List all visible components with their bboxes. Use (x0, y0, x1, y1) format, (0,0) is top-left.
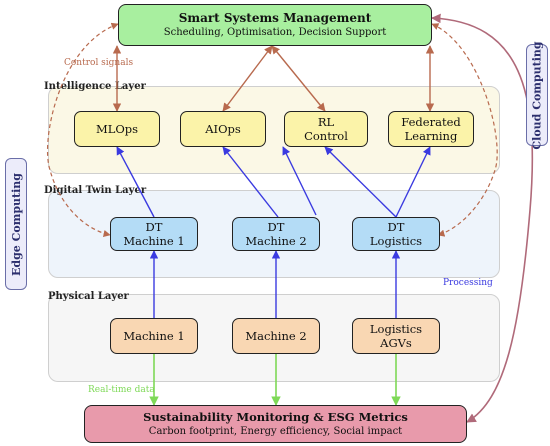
physical-layer-title: Physical Layer (48, 291, 129, 302)
control-arrow-aiops (222, 45, 273, 112)
logistics-agvs-node: Logistics AGVs (352, 318, 440, 354)
cloud-loop-arrow (431, 13, 534, 423)
smart-systems-title: Smart Systems Management (178, 10, 372, 25)
federated-label-line1: Federated (401, 115, 461, 129)
processing-arrow-dtlog-rl (324, 146, 397, 218)
digital-twin-layer-title: Digital Twin Layer (44, 185, 147, 196)
edge-computing-label: Edge Computing (5, 158, 27, 290)
cloud-computing-label: Cloud Computing (526, 41, 548, 149)
dt-machine2-node: DT Machine 2 (232, 217, 320, 251)
dt-machine2-line2: Machine 2 (245, 234, 307, 248)
dt-machine1-node: DT Machine 1 (110, 217, 198, 251)
intelligence-layer-title: Intelligence Layer (44, 81, 146, 92)
logistics-agvs-line2: AGVs (380, 336, 412, 350)
smart-systems-management-box: Smart Systems Management Scheduling, Opt… (118, 4, 432, 46)
mlops-label: MLOps (95, 122, 139, 136)
federated-learning-node: Federated Learning (388, 111, 474, 147)
mlops-node: MLOps (74, 111, 160, 147)
control-arrow-rl (271, 45, 326, 112)
aiops-label: AIOps (205, 122, 241, 136)
control-signals-annotation: Control signals (64, 58, 134, 68)
processing-arrow-dt2-aiops (222, 146, 279, 218)
smart-systems-subtitle: Scheduling, Optimisation, Decision Suppo… (163, 26, 387, 38)
dt-logistics-line1: DT (387, 220, 405, 234)
edge-control-loop-left (46, 22, 119, 238)
dt-logistics-node: DT Logistics (352, 217, 440, 251)
rl-control-node: RL Control (284, 111, 368, 147)
logistics-agvs-line1: Logistics (369, 322, 423, 336)
machine2-node: Machine 2 (232, 318, 320, 354)
dt-machine2-line1: DT (267, 220, 285, 234)
dt-machine1-line1: DT (145, 220, 163, 234)
processing-annotation: Processing (443, 278, 493, 288)
processing-arrow-dtlog-federated (395, 146, 431, 218)
sustainability-title: Sustainability Monitoring & ESG Metrics (143, 410, 408, 424)
machine1-label: Machine 1 (123, 329, 185, 343)
rl-label-line2: Control (304, 129, 348, 143)
sustainability-monitoring-box: Sustainability Monitoring & ESG Metrics … (84, 405, 467, 443)
aiops-node: AIOps (180, 111, 266, 147)
machine2-label: Machine 2 (245, 329, 307, 343)
federated-label-line2: Learning (404, 129, 458, 143)
real-time-data-annotation: Real-time data (88, 385, 155, 395)
sustainability-subtitle: Carbon footprint, Energy efficiency, Soc… (148, 426, 403, 437)
dt-logistics-line2: Logistics (369, 234, 423, 248)
processing-arrow-dt1-mlops (116, 146, 155, 218)
rl-label-line1: RL (317, 115, 335, 129)
dt-machine1-line2: Machine 1 (123, 234, 185, 248)
machine1-node: Machine 1 (110, 318, 198, 354)
processing-arrow-dt2-rl (282, 146, 317, 216)
